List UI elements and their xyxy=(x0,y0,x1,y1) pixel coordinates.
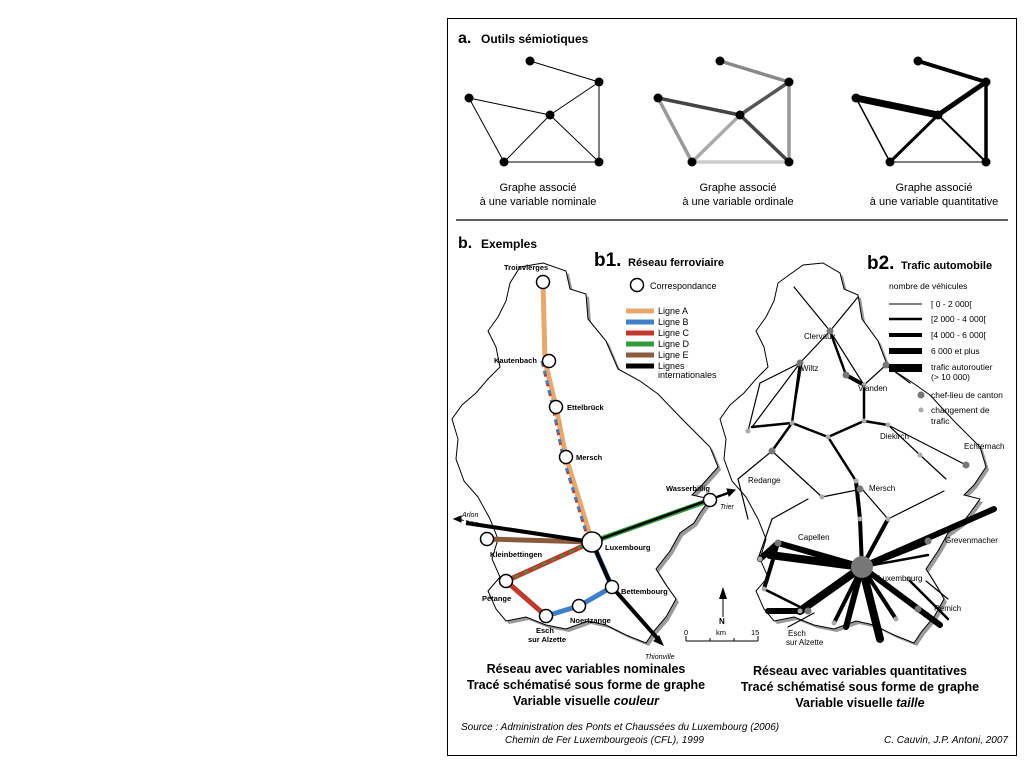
b2-city-mersch: Mersch xyxy=(869,484,895,493)
b2-city-luxembourg: Luxembourg xyxy=(878,574,922,583)
legend-lignes-internationales-2: internationales xyxy=(658,370,717,380)
b2-legend: [ 0 - 2 000[ [2 000 - 4 000[ [4 000 - 6 … xyxy=(889,299,1003,426)
scale-unit: km xyxy=(716,628,726,637)
b2-city-esch-2: sur Alzette xyxy=(786,638,824,647)
b2-legend-0-2000: [ 0 - 2 000[ xyxy=(931,299,972,309)
b2-legend-autoroute: trafic autoroutier xyxy=(931,362,993,372)
section-b-title: Exemples xyxy=(481,237,537,251)
b2-city-capellen: Capellen xyxy=(798,533,830,542)
section-b-letter: b. xyxy=(458,235,472,252)
b2-legend-autoroute-2: (> 10 000) xyxy=(931,372,970,382)
b1-city-labels: Troisvierges Kautenbach Ettelbrück Mersc… xyxy=(482,263,710,644)
b1-stations xyxy=(479,274,718,624)
legend-ligne-d: Ligne D xyxy=(658,339,690,349)
city-kleinbettingen: Kleinbettingen xyxy=(490,550,543,559)
b2-city-echternach: Echternach xyxy=(964,442,1004,451)
b2-city-wiltz: Wiltz xyxy=(801,364,818,373)
legend-ligne-b: Ligne B xyxy=(658,317,689,327)
graph-nominal-caption-1: Graphe associé xyxy=(499,182,576,194)
legend-ligne-a: Ligne A xyxy=(658,306,688,316)
scale-zero: 0 xyxy=(684,628,688,637)
b2-city-vianden: Vianden xyxy=(858,384,887,393)
b2-city-redange: Redange xyxy=(748,476,781,485)
graph-quantitative-nodes xyxy=(851,56,991,167)
b2-legend-6000-plus: 6 000 et plus xyxy=(931,346,980,356)
graph-nominal-caption-2: à une variable nominale xyxy=(480,196,597,208)
b2-city-clervaux: Clervaux xyxy=(804,332,836,341)
city-ettelbruck: Ettelbrück xyxy=(567,403,605,412)
graph-nominal xyxy=(468,60,600,163)
b2-city-remich: Remich xyxy=(934,604,961,613)
b2-legend-4000-6000: [4 000 - 6 000[ xyxy=(931,330,986,340)
legend-correspondance: Correspondance xyxy=(650,281,717,291)
credit: C. Cauvin, J.P. Antoni, 2007 xyxy=(884,735,1008,746)
exit-thionville: Thionville xyxy=(645,654,675,661)
figure-frame: a. Outils sémiotiques Graphe associé à u… xyxy=(447,18,1017,756)
section-a-title: Outils sémiotiques xyxy=(481,32,589,46)
b2-caption-2: Tracé schématisé sous forme de graphe xyxy=(741,680,979,694)
exit-arlon: Arlon xyxy=(461,512,478,519)
b2-legend-chef-lieu: chef-lieu de canton xyxy=(931,390,1003,400)
graph-quantitative xyxy=(855,59,988,164)
source-line-1: Source : Administration des Ponts et Cha… xyxy=(461,722,779,733)
graph-ordinal-nodes xyxy=(653,56,794,167)
b2-caption-3: Variable visuelle taille xyxy=(795,696,924,710)
graph-ordinal xyxy=(656,59,791,164)
city-esch-2: sur Alzette xyxy=(528,635,566,644)
city-petange: Pétange xyxy=(482,594,511,603)
city-bettembourg: Bettembourg xyxy=(621,587,668,596)
b1-caption-2: Tracé schématisé sous forme de graphe xyxy=(467,678,705,692)
graph-quantitative-caption-2: à une variable quantitative xyxy=(870,196,998,208)
city-kautenbach: Kautenbach xyxy=(494,356,537,365)
scale-max: 15 xyxy=(751,628,759,637)
b2-city-grevenmacher: Grevenmacher xyxy=(945,536,998,545)
b2-legend-change-2: trafic xyxy=(931,416,950,426)
graph-ordinal-caption-2: à une variable ordinale xyxy=(682,196,793,208)
b1-country-outline xyxy=(451,262,721,646)
b1-number: b1. xyxy=(594,250,621,271)
section-a-letter: a. xyxy=(458,30,471,47)
city-troisvierges: Troisvierges xyxy=(504,263,548,272)
city-noertzange: Noertzange xyxy=(570,616,611,625)
legend-ligne-c: Ligne C xyxy=(658,328,690,338)
legend-lignes-internationales: Lignes xyxy=(658,361,685,371)
source-line-2: Chemin de Fer Luxembourgeois (CFL), 1999 xyxy=(505,735,704,746)
b2-number: b2. xyxy=(867,253,894,274)
b1-scale-bar xyxy=(685,636,759,642)
b1-north-arrow: N xyxy=(719,587,727,626)
city-esch: Esch xyxy=(536,626,554,635)
b2-legend-change: changement de xyxy=(931,405,990,415)
b1-exit-labels: Arlon Trier Thionville xyxy=(461,504,735,661)
city-mersch: Mersch xyxy=(576,453,603,462)
b2-title: Trafic automobile xyxy=(901,260,992,272)
exit-trier: Trier xyxy=(720,504,735,511)
figure-canvas: a. Outils sémiotiques Graphe associé à u… xyxy=(451,30,1008,746)
b2-city-diekirch: Diekirch xyxy=(880,432,909,441)
city-luxembourg: Luxembourg xyxy=(605,543,651,552)
graph-nominal-nodes xyxy=(464,56,604,167)
b2-caption-1: Réseau avec variables quantitatives xyxy=(753,664,967,678)
legend-ligne-e: Ligne E xyxy=(658,350,689,360)
legend-correspondance-symbol xyxy=(629,277,645,293)
city-wasserbillig: Wasserbillig xyxy=(666,484,710,493)
b2-cantons xyxy=(768,327,970,615)
graph-ordinal-caption-1: Graphe associé xyxy=(699,182,776,194)
b2-city-esch: Esch xyxy=(788,629,806,638)
b1-caption-3: Variable visuelle couleur xyxy=(513,694,660,708)
graph-quantitative-caption-1: Graphe associé xyxy=(895,182,972,194)
north-label: N xyxy=(719,617,725,626)
b1-caption-1: Réseau avec variables nominales xyxy=(487,662,686,676)
b1-exit-arrows xyxy=(452,488,737,646)
b2-road-network xyxy=(737,286,997,643)
b2-legend-2000-4000: [2 000 - 4 000[ xyxy=(931,314,986,324)
b1-title: Réseau ferroviaire xyxy=(628,257,724,269)
b1-legend: Ligne A Ligne B Ligne C Ligne D Ligne E … xyxy=(626,306,717,380)
b2-legend-title: nombre de véhicules xyxy=(889,281,967,291)
b2-city-labels: Clervaux Wiltz Vianden Diekirch Echterna… xyxy=(748,332,1004,647)
